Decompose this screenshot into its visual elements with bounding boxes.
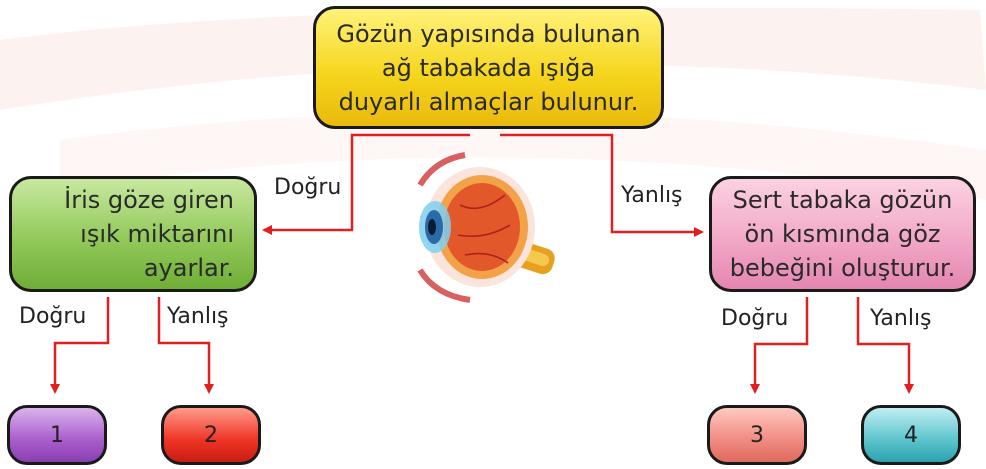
- outcome-label-3: 3: [750, 422, 764, 448]
- label-top-yanlis: Yanlış: [621, 183, 683, 208]
- question-text-top: Gözün yapısında bulunan ağ tabakada ışığ…: [336, 19, 641, 116]
- question-text-left: İris göze giren ışık miktarını ayarlar.: [64, 186, 234, 282]
- outcome-box-2: 2: [161, 405, 261, 465]
- question-box-left: İris göze giren ışık miktarını ayarlar.: [9, 176, 257, 292]
- arrow-top-to-right: [500, 133, 704, 237]
- arrow-right-to-3: [750, 297, 809, 394]
- arrow-left-to-2: [157, 297, 214, 394]
- outcome-box-1: 1: [7, 405, 107, 465]
- label-left-yanlis: Yanlış: [167, 304, 229, 329]
- label-left-dogru: Doğru: [19, 304, 87, 329]
- label-right-dogru: Doğru: [721, 306, 789, 331]
- question-box-right: Sert tabaka gözün ön kısmında göz bebeği…: [709, 176, 976, 292]
- arrow-right-to-4: [856, 297, 914, 394]
- question-text-right: Sert tabaka gözün ön kısmında göz bebeği…: [729, 186, 956, 282]
- eye-anatomy-icon: [417, 152, 555, 303]
- label-top-dogru: Doğru: [274, 175, 342, 200]
- arrow-top-to-left: [262, 133, 470, 235]
- arrow-left-to-1: [50, 297, 110, 394]
- label-right-yanlis: Yanlış: [870, 306, 932, 331]
- outcome-box-3: 3: [707, 405, 807, 465]
- outcome-label-2: 2: [204, 422, 218, 448]
- question-box-top: Gözün yapısında bulunan ağ tabakada ışığ…: [313, 6, 664, 129]
- outcome-label-1: 1: [50, 422, 64, 448]
- outcome-label-4: 4: [904, 422, 918, 448]
- outcome-box-4: 4: [861, 405, 961, 465]
